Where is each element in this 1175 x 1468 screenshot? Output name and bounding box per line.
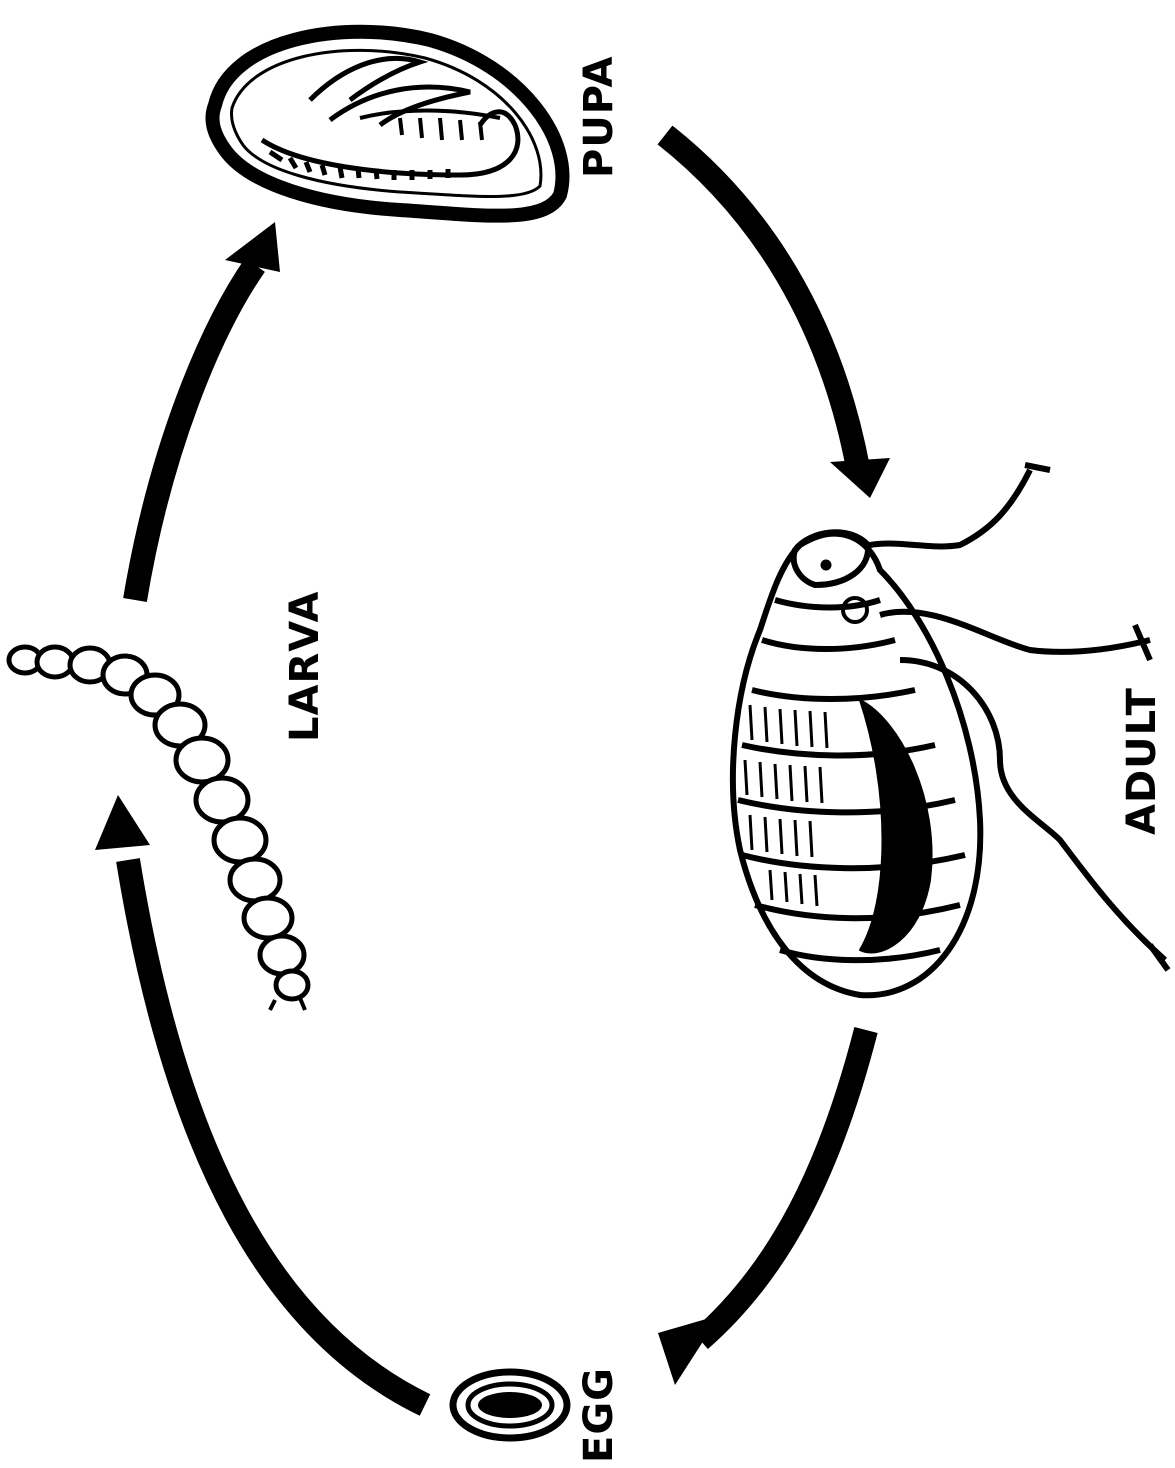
pupa-illustration <box>212 32 562 216</box>
arrow-pupa-to-adult <box>665 135 890 498</box>
label-pupa: PUPA <box>576 56 622 178</box>
arrow-adult-to-egg <box>658 1030 866 1385</box>
adult-flea-illustration <box>733 465 1168 995</box>
label-larva: LARVA <box>282 591 328 742</box>
larva-illustration <box>9 647 308 1010</box>
arrow-larva-to-pupa <box>135 222 280 600</box>
label-adult: ADULT <box>1119 687 1165 835</box>
label-egg: EGG <box>576 1367 622 1463</box>
egg-illustration <box>453 1372 567 1438</box>
